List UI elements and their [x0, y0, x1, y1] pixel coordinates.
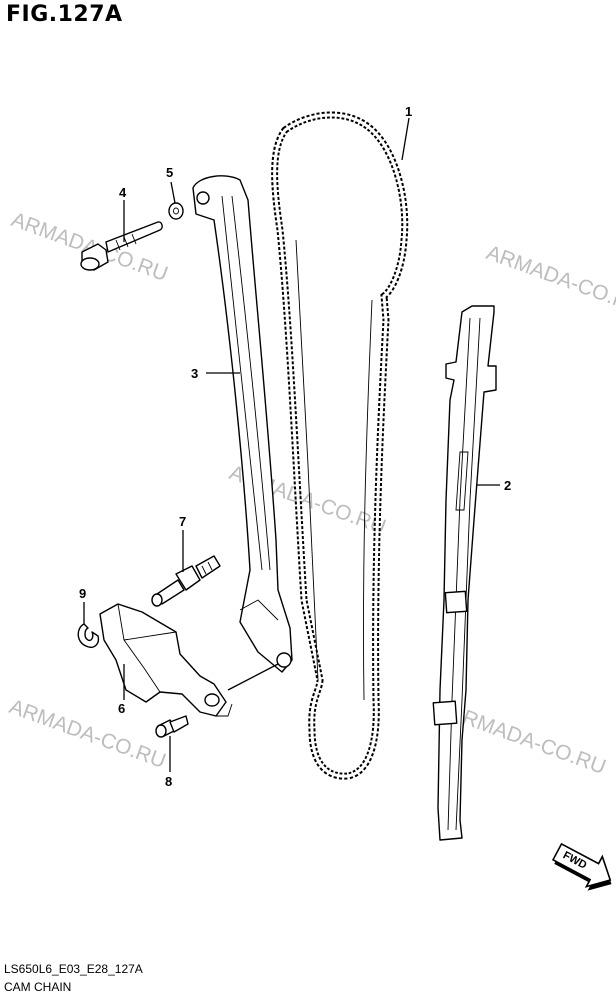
figure-name: CAM CHAIN: [4, 980, 72, 994]
guide-bolt: [80, 221, 163, 271]
watermark-text: ARMADA-CO.RU: [8, 208, 170, 286]
figure-title: FIG.127A: [6, 2, 123, 27]
callout-5: 5: [166, 165, 173, 180]
callout-labels: 1 2 3 4 5 6 7 8 9: [79, 104, 511, 789]
leader-lines: [83, 117, 500, 772]
tensioner-bolt: [151, 555, 221, 607]
watermark-text: ARMADA-CO.RU: [446, 701, 608, 779]
callout-8: 8: [165, 774, 172, 789]
callout-2: 2: [504, 478, 511, 493]
gasket-ring: [77, 623, 100, 648]
watermark-text: ARMADA-CO.RU: [6, 695, 168, 773]
tensioner-mount-bolt: [155, 715, 189, 738]
callout-1: 1: [405, 104, 412, 119]
callout-4: 4: [119, 185, 127, 200]
figure-model-code: LS650L6_E03_E28_127A: [4, 962, 143, 976]
chain-tensioner: [99, 603, 233, 717]
watermark-text: ARMADA-CO.RU: [483, 241, 616, 319]
callout-3: 3: [191, 366, 198, 381]
fwd-arrow-icon: FWD: [551, 842, 612, 891]
callout-7: 7: [179, 514, 186, 529]
watermark-layer: ARMADA-CO.RU ARMADA-CO.RU ARMADA-CO.RU A…: [6, 208, 616, 779]
tensioner-guide: [192, 175, 293, 673]
cam-chain: [271, 111, 409, 780]
chain-guide: [432, 305, 497, 841]
callout-6: 6: [118, 701, 125, 716]
callout-9: 9: [79, 586, 86, 601]
washer: [168, 202, 184, 220]
